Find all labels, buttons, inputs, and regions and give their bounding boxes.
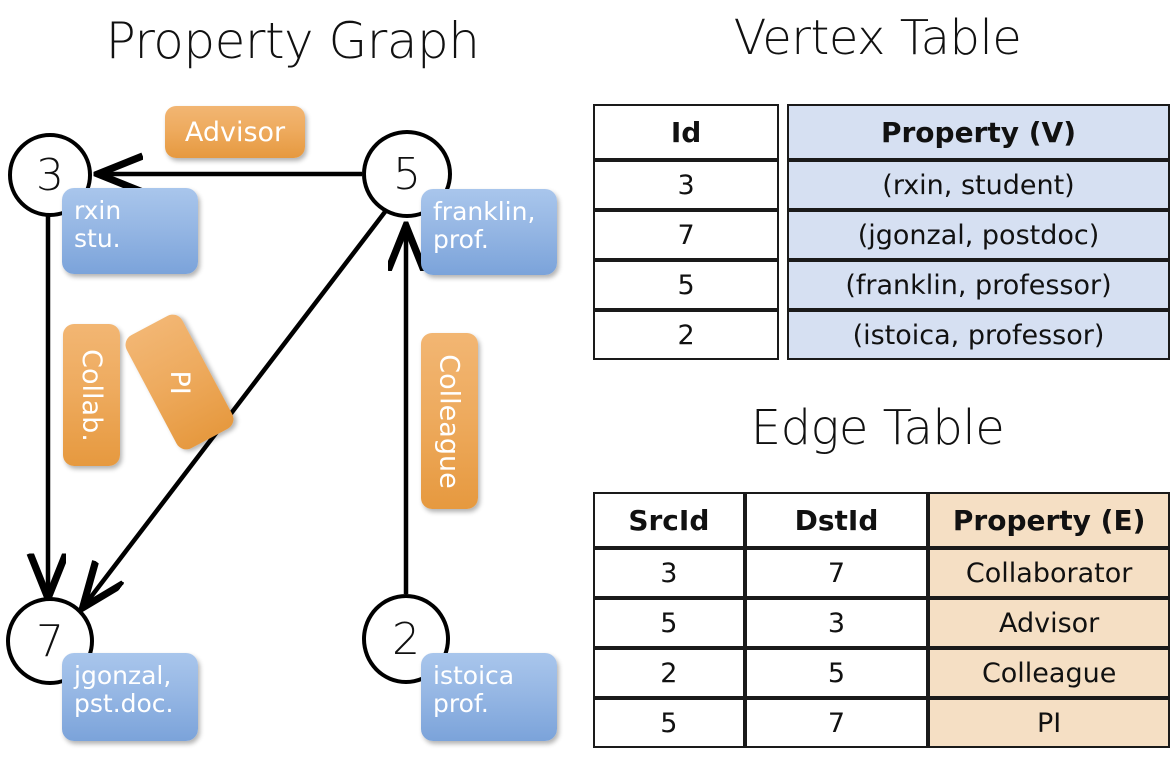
vertex-cell-id: 7	[593, 210, 780, 260]
node-property-2-line1: istoica	[433, 661, 515, 690]
node-property-5-line1: franklin,	[433, 197, 536, 226]
vertex-table-column-gap	[779, 260, 787, 310]
vertex-table-column-gap	[779, 310, 787, 360]
vertex-table-column-gap	[779, 104, 787, 160]
table-row[interactable]: 5 3 Advisor	[593, 598, 1170, 648]
node-property-box-5[interactable]: franklin, prof.	[421, 189, 557, 275]
vertex-cell-id: 3	[593, 160, 780, 210]
graph-edge-lines	[0, 0, 585, 760]
edge-cell-dstid: 7	[744, 548, 929, 598]
edge-cell-property: Collaborator	[928, 548, 1170, 598]
table-row[interactable]: 3 7 Collaborator	[593, 548, 1170, 598]
vertex-cell-id: 2	[593, 310, 780, 360]
vertex-table-column-gap	[779, 160, 787, 210]
vertex-table: Id Property (V) 3 (rxin, student) 7 (jgo…	[593, 104, 1170, 360]
vertex-cell-property: (rxin, student)	[786, 160, 1170, 210]
edge-label-collab-text: Collab.	[76, 348, 107, 442]
node-property-box-3[interactable]: rxin stu.	[62, 188, 198, 274]
edge-cell-dstid: 7	[744, 698, 929, 748]
node-property-2-line2: prof.	[433, 689, 489, 718]
page-title-edge-table: Edge Table	[750, 400, 1005, 456]
edge-table-header-row: SrcId DstId Property (E)	[593, 492, 1170, 548]
table-row[interactable]: 5 7 PI	[593, 698, 1170, 748]
table-row[interactable]: 7 (jgonzal, postdoc)	[593, 210, 1170, 260]
vertex-cell-property: (istoica, professor)	[786, 310, 1170, 360]
edge-label-pi-text: PI	[164, 369, 195, 395]
edge-table-header-property: Property (E)	[928, 492, 1170, 548]
node-property-box-7[interactable]: jgonzal, pst.doc.	[62, 653, 198, 741]
table-row[interactable]: 5 (franklin, professor)	[593, 260, 1170, 310]
edge-cell-srcid: 5	[593, 598, 745, 648]
node-property-box-2[interactable]: istoica prof.	[421, 653, 557, 741]
edge-cell-property: Colleague	[928, 648, 1170, 698]
node-property-3-line1: rxin	[74, 196, 122, 225]
node-property-7-line2: pst.doc.	[74, 689, 174, 718]
node-property-5-line2: prof.	[433, 225, 489, 254]
node-property-3-line2: stu.	[74, 224, 121, 253]
edge-label-collab[interactable]: Collab.	[63, 324, 120, 466]
page-title-property-graph: Property Graph	[105, 12, 480, 70]
edge-cell-property: PI	[928, 698, 1170, 748]
vertex-table-column-gap	[779, 210, 787, 260]
table-row[interactable]: 3 (rxin, student)	[593, 160, 1170, 210]
edge-table: SrcId DstId Property (E) 3 7 Collaborato…	[593, 492, 1170, 748]
graph-node-5[interactable]: 5	[362, 130, 452, 218]
vertex-cell-id: 5	[593, 260, 780, 310]
vertex-table-header-row: Id Property (V)	[593, 104, 1170, 160]
vertex-table-header-id: Id	[593, 104, 780, 160]
edge-cell-dstid: 3	[744, 598, 929, 648]
edge-cell-dstid: 5	[744, 648, 929, 698]
edge-cell-srcid: 5	[593, 698, 745, 748]
edge-cell-property: Advisor	[928, 598, 1170, 648]
vertex-cell-property: (jgonzal, postdoc)	[786, 210, 1170, 260]
edge-cell-srcid: 2	[593, 648, 745, 698]
edge-label-advisor[interactable]: Advisor	[165, 106, 305, 158]
page-title-vertex-table: Vertex Table	[733, 10, 1022, 66]
edge-label-colleague-text: Colleague	[434, 353, 465, 489]
property-graph-diagram: 3 5 7 2 rxin stu. franklin, prof. jgonza…	[0, 0, 585, 760]
node-property-7-line1: jgonzal,	[74, 661, 172, 690]
table-row[interactable]: 2 5 Colleague	[593, 648, 1170, 698]
vertex-cell-property: (franklin, professor)	[786, 260, 1170, 310]
edge-cell-srcid: 3	[593, 548, 745, 598]
edge-label-colleague[interactable]: Colleague	[421, 333, 478, 509]
vertex-table-header-property: Property (V)	[786, 104, 1170, 160]
edge-table-header-srcid: SrcId	[593, 492, 745, 548]
edge-label-advisor-text: Advisor	[184, 116, 286, 148]
edge-line-5-to-7	[84, 202, 393, 606]
edge-table-header-dstid: DstId	[744, 492, 929, 548]
graph-node-2[interactable]: 2	[362, 594, 450, 684]
table-row[interactable]: 2 (istoica, professor)	[593, 310, 1170, 360]
